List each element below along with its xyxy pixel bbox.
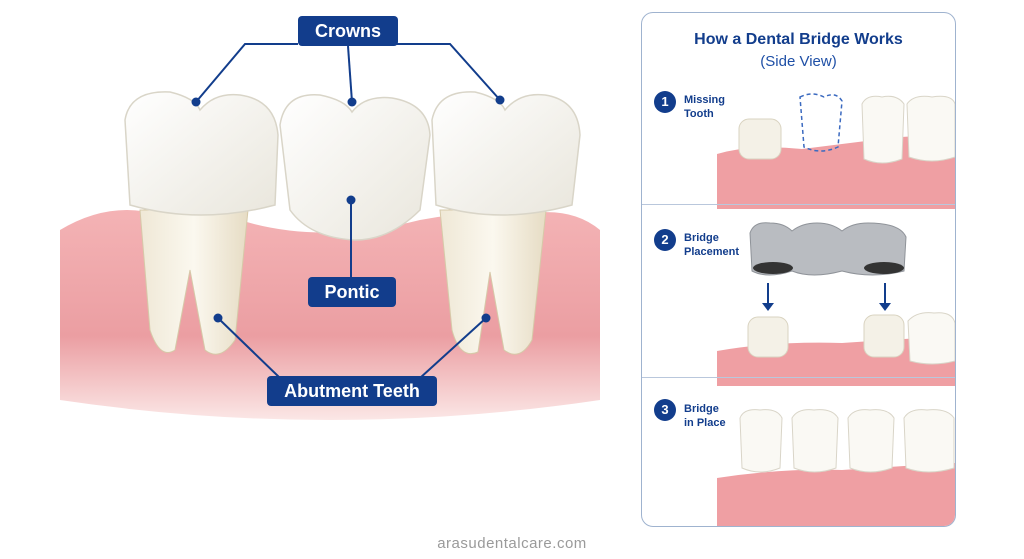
dot-abutment-right — [481, 313, 491, 323]
leader-crowns-left — [195, 43, 298, 103]
dot-abutment-left — [213, 313, 223, 323]
main-bridge-diagram — [60, 43, 600, 420]
abutment-teeth-label: Abutment Teeth — [267, 376, 437, 406]
leader-crowns-center — [347, 45, 353, 103]
website-watermark: arasudentalcare.com — [437, 535, 587, 552]
leader-abutment-left — [217, 317, 281, 379]
leader-crowns-right — [396, 43, 501, 101]
step-2-number: 2 — [654, 229, 676, 251]
step-3-label: Bridge in Place — [684, 403, 726, 429]
right-crown — [431, 91, 581, 216]
divider-2 — [642, 377, 955, 378]
crowns-label: Crowns — [298, 16, 398, 46]
leader-abutment-right — [419, 317, 487, 379]
step-1-illustration — [717, 93, 955, 209]
step-1-number: 1 — [654, 91, 676, 113]
dot-crown-center — [347, 97, 357, 107]
dot-crown-left — [191, 97, 201, 107]
pontic-label: Pontic — [308, 277, 396, 307]
panel-title: How a Dental Bridge Works — [694, 31, 903, 48]
step-1-label: Missing Tooth — [684, 94, 725, 120]
how-bridge-works-panel: How a Dental Bridge Works (Side View) 1 … — [641, 12, 956, 527]
step-3-number: 3 — [654, 399, 676, 421]
pontic-tooth — [279, 94, 431, 241]
dot-crown-right — [495, 95, 505, 105]
panel-subtitle: (Side View) — [760, 53, 837, 70]
step-2-label: Bridge Placement — [684, 232, 740, 258]
step-3-illustration — [717, 409, 955, 526]
divider-1 — [642, 204, 955, 205]
left-crown — [124, 91, 279, 216]
step-2-illustration — [717, 222, 955, 386]
dot-pontic — [346, 195, 356, 205]
